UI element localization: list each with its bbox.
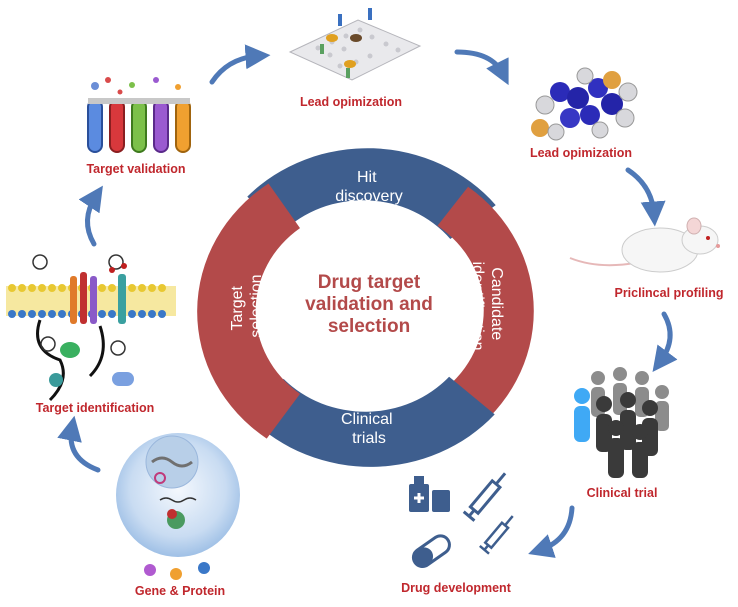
cell-icon xyxy=(116,433,240,580)
stage-label-gene-protein: Gene & Protein xyxy=(134,584,226,598)
center-title: Drug target validation and selection xyxy=(264,272,474,338)
center-title-line-1: Drug target xyxy=(317,272,421,293)
stage-label-lead-optimization-1: Lead opimization xyxy=(299,95,403,109)
cycle-arrows xyxy=(57,44,678,558)
arrow-validation-to-lead xyxy=(209,44,271,85)
arrow-preclinical-to-clinical xyxy=(652,311,678,373)
arrow-clinical-to-development xyxy=(528,505,575,558)
center-title-line-3: selection xyxy=(327,316,411,337)
people-group-icon xyxy=(574,367,669,478)
molecule-icon xyxy=(531,67,638,141)
ring-segment-clinical-trials xyxy=(249,376,495,467)
arrow-gene-to-identification xyxy=(57,415,101,473)
ring-segment-target-selection xyxy=(197,183,300,439)
ring-segment-candidate-identification xyxy=(437,186,534,436)
drug-development-icon xyxy=(409,472,514,568)
stage-label-target-identification: Target identification xyxy=(35,401,155,415)
stage-label-lead-optimization-2: Lead opimization xyxy=(529,146,633,160)
arrow-lead-to-lead xyxy=(454,49,509,86)
cycle-ring: Hit discovery Clinical trials Target sel… xyxy=(197,148,534,467)
ring-label-target-selection: Target selection xyxy=(229,274,265,337)
ring-label-candidate-identification: Candidate identification xyxy=(469,262,505,351)
ring-label-hit-discovery: Hit discovery xyxy=(335,169,403,205)
stage-label-preclinical-profiling: Priclincal profiling xyxy=(614,286,724,300)
stage-label-target-validation: Target validation xyxy=(86,162,186,176)
stage-label-clinical-trial: Clinical trial xyxy=(586,486,658,500)
well-plate-icon xyxy=(288,8,422,81)
mouse-icon xyxy=(569,217,720,273)
ring-label-clinical-trials: Clinical trials xyxy=(341,411,397,447)
ring-segment-hit-discovery xyxy=(247,148,496,239)
arrow-lead-to-preclinical xyxy=(625,167,666,227)
arrow-identification-to-validation xyxy=(78,185,103,247)
center-title-line-2: validation and xyxy=(305,294,433,315)
stage-label-drug-development: Drug development xyxy=(401,581,511,595)
membrane-receptor-icon xyxy=(6,254,176,402)
test-tubes-icon xyxy=(87,77,191,153)
